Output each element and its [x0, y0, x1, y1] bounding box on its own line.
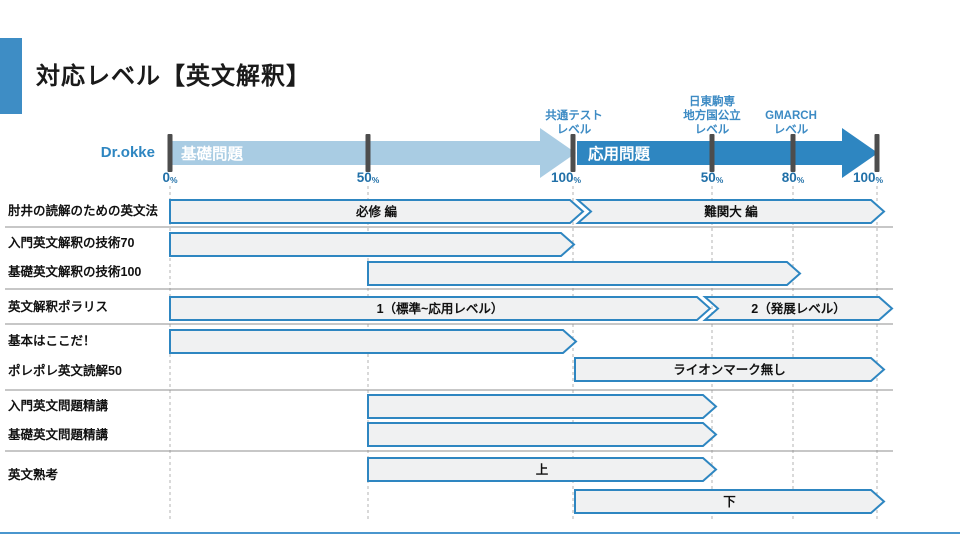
- level-label: レベル: [557, 123, 592, 136]
- row-label: 肘井の読解のための英文法: [8, 203, 159, 218]
- range-bar: [169, 232, 576, 257]
- pct-label: 100%: [551, 170, 582, 185]
- range-bar-label: 必修 編: [355, 204, 397, 219]
- accent-bar: [0, 38, 22, 114]
- row-label: 英文解釈ポラリス: [8, 299, 108, 314]
- axis-arrow-label: 基礎問題: [180, 144, 244, 163]
- axis-tick: [709, 134, 715, 172]
- range-bar-label: 難関大 編: [704, 204, 758, 219]
- range-bar: [367, 422, 718, 447]
- row-label: 入門英文解釈の技術70: [8, 235, 134, 250]
- row-label: 入門英文問題精講: [8, 398, 109, 413]
- range-bar: [169, 199, 585, 224]
- range-bar-label: 2（発展レベル）: [751, 301, 845, 316]
- range-bar: [169, 329, 578, 354]
- level-label: レベル: [774, 123, 809, 136]
- level-label: 共通テスト: [545, 108, 603, 122]
- axis-tick: [874, 134, 880, 172]
- level-label: 地方国公立: [683, 108, 741, 122]
- axis-tick: [365, 134, 371, 172]
- range-bar: [574, 357, 886, 382]
- range-bar-label: 1（標準~応用レベル）: [377, 301, 504, 316]
- row-label: ポレポレ英文読解50: [8, 363, 122, 378]
- range-bar: [575, 199, 886, 224]
- range-bar: [169, 296, 712, 321]
- range-bar-label: 下: [723, 495, 736, 509]
- level-label: 日東駒専: [689, 94, 735, 108]
- brand-logo: Dr.okke: [100, 144, 155, 161]
- level-label: レベル: [695, 123, 730, 136]
- pct-label: 0%: [162, 170, 178, 185]
- range-bar: [574, 489, 886, 514]
- axis-arrow-base: [170, 128, 576, 178]
- page-title: 対応レベル【英文解釈】: [36, 63, 311, 90]
- bottom-accent-line: [0, 532, 960, 534]
- row-label: 基礎英文解釈の技術100: [7, 264, 141, 279]
- range-bar: [367, 261, 802, 286]
- pct-label: 50%: [701, 170, 724, 185]
- range-bar: [367, 394, 718, 419]
- range-bar: [367, 457, 718, 482]
- axis-tick: [570, 134, 576, 172]
- row-label: 基礎英文問題精講: [7, 427, 109, 442]
- range-bar: [702, 296, 894, 321]
- row-label: 基本はここだ！: [7, 333, 96, 348]
- axis-arrow-applied: [577, 128, 878, 178]
- axis-tick: [790, 134, 796, 172]
- pct-label: 100%: [853, 170, 884, 185]
- level-label: GMARCH: [765, 110, 817, 122]
- range-bar-label: ライオンマーク無し: [673, 362, 786, 377]
- pct-label: 80%: [782, 170, 805, 185]
- row-label: 英文熟考: [8, 467, 58, 482]
- range-bar-label: 上: [536, 462, 549, 477]
- axis-tick: [167, 134, 173, 172]
- pct-label: 50%: [357, 170, 380, 185]
- axis-arrow-label: 応用問題: [588, 144, 651, 163]
